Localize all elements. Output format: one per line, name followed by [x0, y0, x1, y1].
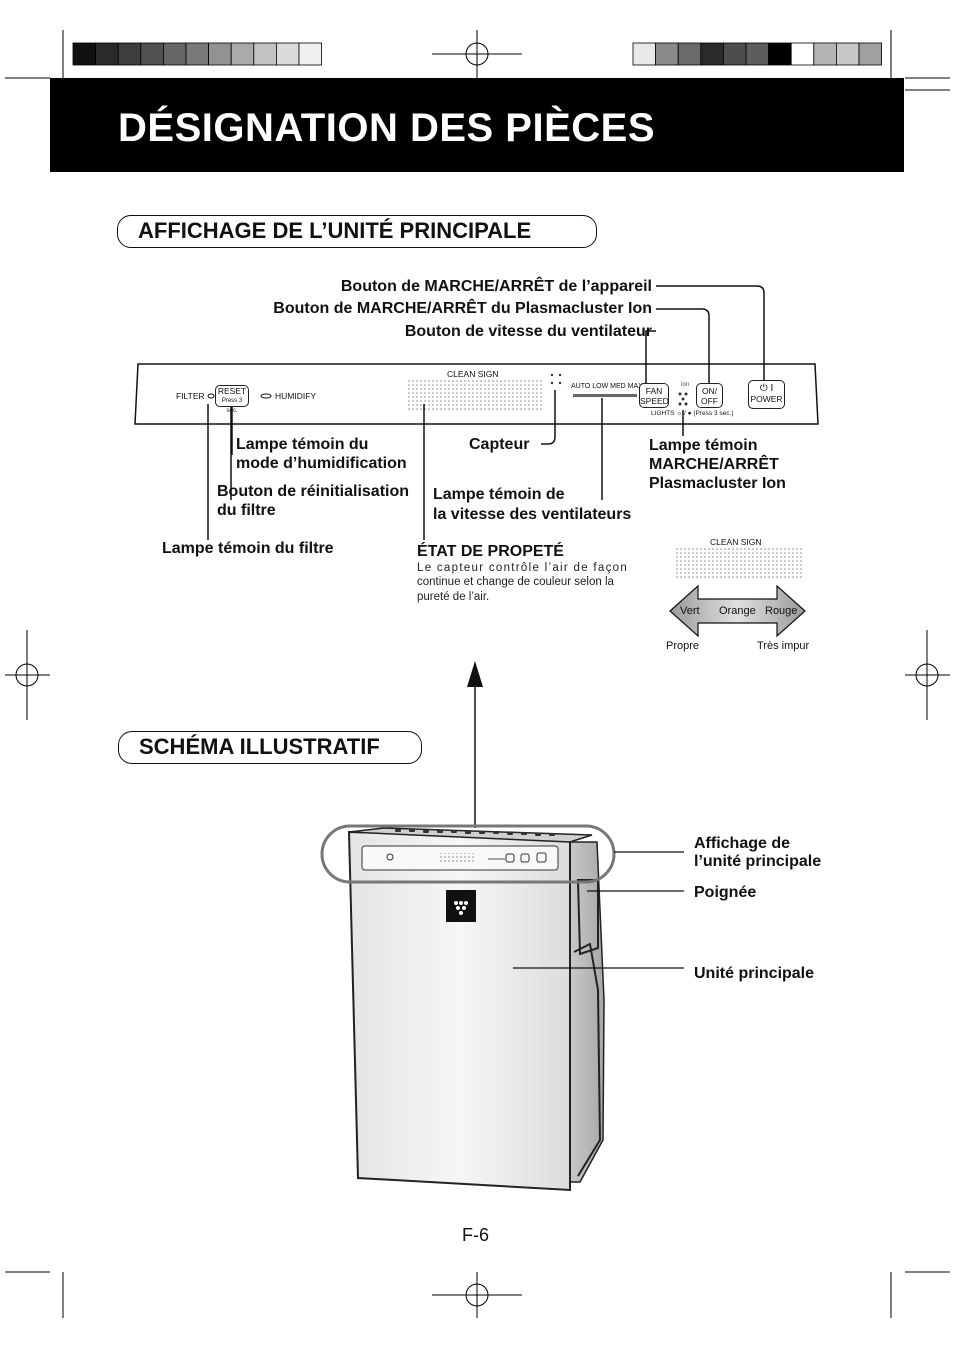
reset-button-label: RESET — [217, 386, 247, 396]
clean-sign-sensor-dots — [408, 380, 544, 410]
panel-speeds-text: AUTO LOW MED MAX — [571, 383, 643, 390]
gray-swatch — [298, 42, 323, 66]
legend-orange: Orange — [719, 605, 756, 617]
label-sensor: Capteur — [469, 436, 530, 453]
label-plasma-lamp-2: MARCHE/ARRÊT — [649, 456, 779, 473]
label-speed-lamp-2: la vitesse des ventilateurs — [433, 506, 632, 523]
gray-swatch — [858, 42, 883, 66]
label-reset-2: du filtre — [217, 502, 276, 519]
label-power-button: Bouton de MARCHE/ARRÊT de l’appareil — [340, 278, 652, 295]
purity-text-3: pureté de l’air. — [417, 591, 490, 603]
fan-speed-label-2: SPEED — [640, 396, 669, 406]
section-heading-display: AFFICHAGE DE L’UNITÉ PRINCIPALE — [117, 215, 597, 248]
purity-text-1: Le capteur contrôle l’air de façon — [417, 562, 629, 574]
legend-very-dirty: Très impur — [757, 640, 810, 652]
panel-ion-text: Ion — [681, 382, 690, 388]
label-display-2: l’unité principale — [694, 853, 822, 870]
panel-humidify-text: HUMIDIFY — [275, 391, 317, 401]
page-number: F-6 — [462, 1225, 489, 1245]
label-speed-lamp-1: Lampe témoin de — [433, 486, 565, 503]
power-label: POWER — [750, 394, 783, 404]
legend-green: Vert — [680, 605, 700, 617]
label-humid-lamp-2: mode d’humidification — [236, 455, 407, 472]
fan-speed-label-1: FAN — [645, 386, 663, 396]
label-humid-lamp-1: Lampe témoin du — [236, 436, 369, 453]
label-plasma-button: Bouton de MARCHE/ARRÊT du Plasmacluster … — [273, 300, 652, 317]
clean-sign-legend-dots — [674, 546, 802, 578]
page-title: DÉSIGNATION DES PIÈCES — [118, 106, 656, 150]
panel-filter-text: FILTER — [176, 391, 205, 401]
label-handle: Poignée — [694, 884, 757, 901]
label-main-unit: Unité principale — [694, 965, 815, 982]
fan-speed-button[interactable]: FAN SPEED — [639, 383, 669, 408]
label-display-1: Affichage de — [694, 835, 791, 852]
onoff-label-2: OFF — [701, 396, 718, 406]
legend-clean-sign: CLEAN SIGN — [710, 537, 762, 547]
title-bar: DÉSIGNATION DES PIÈCES — [50, 78, 892, 172]
ion-onoff-button[interactable]: ON/ OFF — [696, 383, 723, 408]
power-button[interactable]: ⏻ I POWER — [748, 380, 785, 409]
purity-heading: ÉTAT DE PROPETÉ — [417, 543, 564, 560]
reset-button-sub: Press 3 sec. — [221, 398, 243, 414]
label-plasma-lamp-1: Lampe témoin — [649, 437, 758, 454]
panel-lights-text: LIGHTS ☼ / ● (Press 3 sec.) — [651, 410, 734, 417]
legend-red: Rouge — [765, 605, 798, 617]
purity-text-2: continue et change de couleur selon la — [417, 576, 614, 588]
label-filter-lamp: Lampe témoin du filtre — [162, 540, 334, 557]
purity-arrow — [669, 584, 806, 638]
label-fan-button: Bouton de vitesse du ventilateur — [404, 323, 652, 340]
onoff-label-1: ON/ — [701, 386, 718, 396]
title-bar-edge — [892, 78, 904, 172]
section-heading-illustration: SCHÉMA ILLUSTRATIF — [118, 731, 422, 764]
legend-clean: Propre — [666, 640, 700, 652]
reset-button[interactable]: RESET Press 3 sec. — [215, 385, 249, 414]
label-plasma-lamp-3: Plasmacluster Ion — [649, 475, 786, 492]
power-icon: ⏻ I — [759, 383, 774, 394]
label-reset-1: Bouton de réinitialisation — [217, 483, 410, 500]
panel-clean-sign-text: CLEAN SIGN — [447, 369, 499, 379]
